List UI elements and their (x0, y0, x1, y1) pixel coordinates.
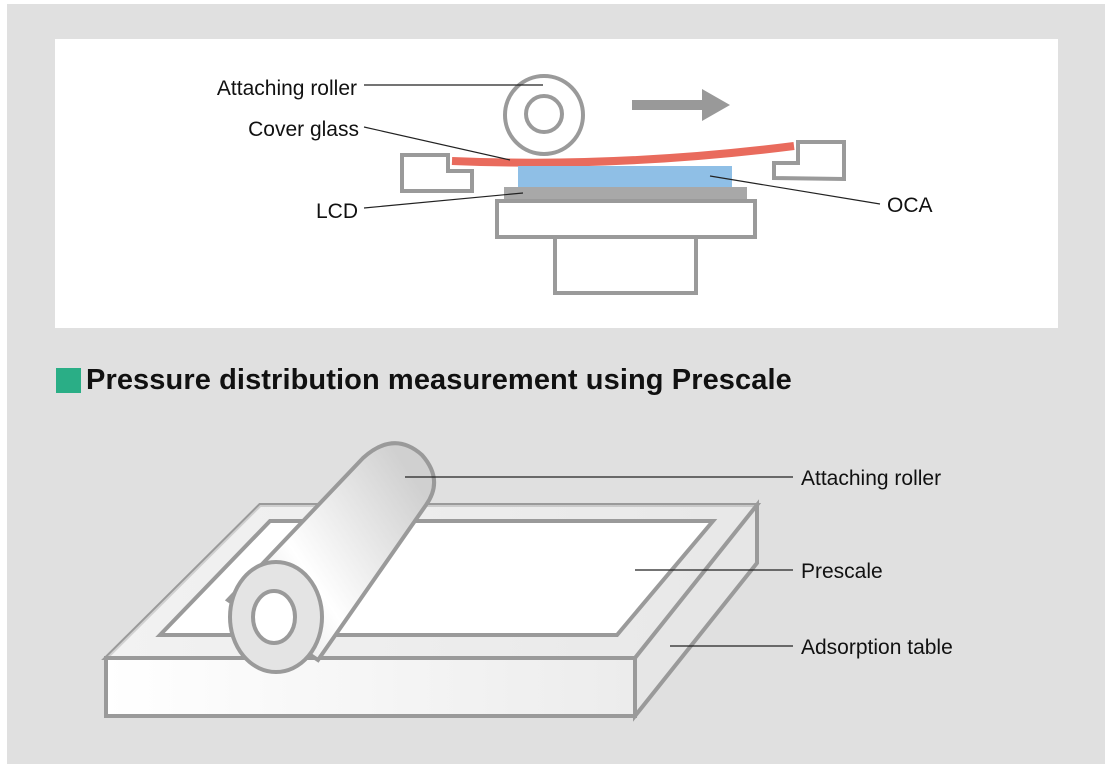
cover-glass (451, 142, 795, 167)
arrow-right-icon (632, 89, 730, 121)
stage-base (553, 235, 698, 295)
section-title: Pressure distribution measurement using … (86, 364, 792, 396)
label-cover-glass: Cover glass (248, 118, 359, 141)
section-marker-icon (56, 368, 81, 393)
oca-layer (518, 166, 732, 187)
lamination-diagram: Attaching roller Cover glass LCD OCA (217, 74, 933, 295)
label-lcd: LCD (316, 200, 358, 223)
label-prescale: Prescale (801, 560, 883, 583)
attaching-roller-3d (224, 441, 436, 674)
leader-cover-glass (363, 126, 511, 161)
stage-top (495, 199, 757, 239)
label-attaching-roller: Attaching roller (217, 77, 357, 100)
section-heading: Pressure distribution measurement using … (56, 364, 792, 397)
lcd-layer (504, 187, 747, 200)
adsorption-table-side (633, 499, 759, 722)
label-adsorption-table: Adsorption table (801, 636, 953, 659)
leader-oca (709, 175, 881, 205)
leader-lcd (363, 192, 524, 209)
adsorption-table-front (104, 656, 637, 718)
label-oca: OCA (887, 194, 933, 217)
prescale-diagram: Attaching roller Prescale Adsorption tab… (101, 441, 953, 722)
label-attaching-roller-3d: Attaching roller (801, 467, 941, 490)
right-clamp (772, 140, 846, 182)
attaching-roller-side (503, 74, 585, 156)
left-clamp (400, 153, 474, 193)
